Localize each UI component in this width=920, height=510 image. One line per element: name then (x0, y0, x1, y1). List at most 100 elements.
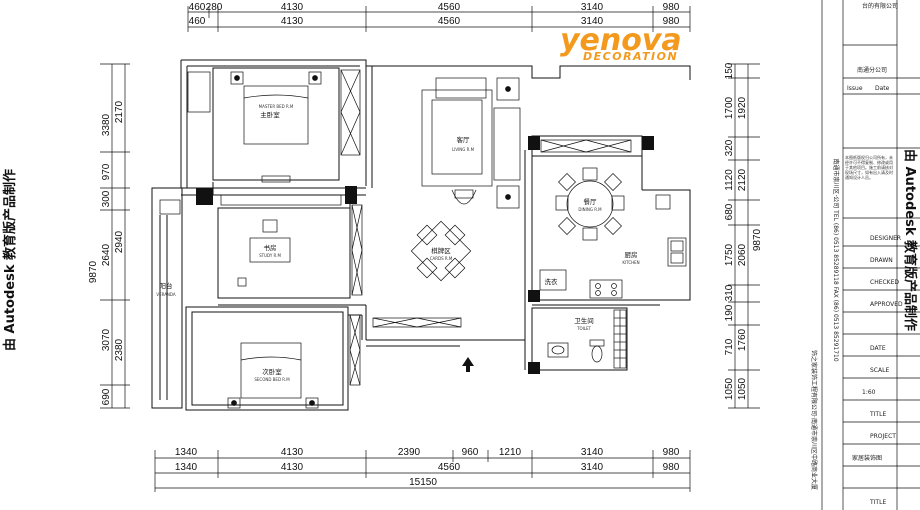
left-dim-6: 690 (101, 388, 112, 405)
left-dim-5: 3070 (101, 328, 112, 351)
left-dim-inner-1: 2170 (114, 100, 125, 123)
right-dim-7: 310 (724, 284, 735, 301)
title-block (821, 0, 920, 510)
toilet-label: 卫生间 (574, 316, 594, 325)
right-dim-9: 710 (724, 338, 735, 355)
entry-arrow-icon (462, 357, 474, 372)
toilet-fixtures (547, 309, 627, 369)
right-dim-total: 9870 (752, 228, 763, 251)
right-dim-10: 1050 (724, 377, 735, 400)
top-dim2-2: 4130 (281, 16, 304, 27)
walls (151, 59, 691, 411)
right-dim-2: 1700 (724, 96, 735, 119)
second-bedroom-label-en: SECOND BED R.M (254, 377, 290, 382)
bottom-dim2-1: 1340 (175, 462, 198, 473)
right-dim-inner-3: 2060 (737, 243, 748, 266)
title-side-text: 南通市崇川区·公司 TEL (86) 0513 85289118 FAX (86… (832, 158, 840, 362)
title-approved: APPROVED (870, 301, 903, 308)
washing-label: 洗衣 (545, 277, 559, 286)
right-dim-1: 150 (724, 62, 735, 79)
left-dim-inner-2: 2940 (114, 230, 125, 253)
right-dim-8: 190 (724, 304, 735, 321)
title-drawing-name: 家居装饰图 (852, 454, 882, 462)
cards-area-label: 棋牌区 (431, 246, 451, 255)
title-scale: 1:60 (862, 389, 876, 396)
title-company: 南通分公司 (857, 66, 887, 74)
top-dim-6: 980 (663, 2, 680, 13)
watermark-right: 由 Autodesk 教育版产品制作 (902, 149, 918, 331)
right-dim-5: 680 (724, 203, 735, 220)
title-notes-box: 本图纸版权归公司所有，未经许可不得复制、修改或用于其他项目。施工前请核对现场尺寸… (845, 155, 893, 180)
left-dim-1: 3380 (101, 113, 112, 136)
top-dim-2: 280 (206, 2, 223, 13)
title-project-label: PROJECT (870, 433, 896, 440)
bottom-dim-total: 15150 (409, 477, 437, 488)
title-sheet-label: TITLE (869, 411, 886, 418)
kitchen-fixtures (539, 237, 687, 299)
master-bed (230, 71, 322, 183)
top-dim2-3: 4560 (438, 16, 461, 27)
brand-tagline: DECORATION (583, 50, 678, 63)
second-bed (227, 342, 319, 409)
title-side-text2: 饰之家装饰工程有限公司·南通市崇川区中路商业大厦 (810, 350, 818, 490)
right-dim-3: 320 (724, 139, 735, 156)
brand-logo: yenova DECORATION (560, 23, 682, 63)
bottom-dim-6: 3140 (581, 447, 604, 458)
living-room-label: 客厅 (457, 135, 471, 144)
second-bedroom-label: 次卧室 (262, 367, 282, 376)
kitchen-label: 厨房 (625, 250, 638, 259)
right-dimensions (728, 63, 760, 409)
toilet-label-en: TOILET (576, 326, 592, 331)
bottom-dim-5: 1210 (499, 447, 522, 458)
bottom-dim2-3: 4560 (438, 462, 461, 473)
top-dim2-5: 980 (663, 16, 680, 27)
right-dim-inner-2: 2120 (737, 168, 748, 191)
living-room-label-en: LIVING R.M (452, 147, 475, 152)
title-drawing-label: TITLE (869, 499, 886, 506)
top-dimensions (187, 6, 691, 32)
watermark-left: 由 Autodesk 教育版产品制作 (2, 169, 18, 351)
left-dim-inner-3: 2380 (114, 338, 125, 361)
title-drawn: DRAWN (870, 257, 893, 264)
title-scale-label: SCALE (870, 367, 889, 374)
brand-name: yenova (560, 23, 682, 58)
veranda-furniture (159, 199, 181, 215)
right-dim-inner-5: 1050 (737, 377, 748, 400)
master-bedroom-label-en: MASTER BED R.M (259, 104, 294, 109)
title-designer: DESIGNER (870, 235, 901, 242)
cards-area-label-en: CARDS R.M (430, 256, 453, 261)
dining-label: 餐厅 (584, 197, 598, 206)
left-dim-total: 9870 (88, 260, 99, 283)
study-label-en: STUDY R.M (259, 253, 281, 258)
study-label: 书房 (264, 243, 277, 252)
master-bedroom-label: 主卧室 (260, 110, 280, 119)
title-notes: 本图纸版权归公司所有，未经许可不得复制、修改或用于其他项目。施工前请核对现场尺寸… (845, 155, 893, 180)
bottom-dim2-4: 3140 (581, 462, 604, 473)
cabinets (187, 69, 632, 386)
living-furniture (421, 77, 521, 209)
top-dim2-4: 3140 (581, 16, 604, 27)
cards-table (410, 220, 472, 282)
veranda-label-en: VERANDA (156, 292, 176, 297)
bottom-dim2-5: 980 (663, 462, 680, 473)
bottom-dim-3: 2390 (398, 447, 421, 458)
left-dim-3: 300 (101, 190, 112, 207)
veranda-label: 阳台 (160, 281, 173, 290)
bottom-dimensions (154, 450, 691, 492)
title-date2: DATE (870, 345, 886, 352)
study-furniture (237, 219, 291, 287)
bottom-dim2-2: 4130 (281, 462, 304, 473)
right-dim-6: 1750 (724, 243, 735, 266)
right-dim-inner-1: 1920 (737, 96, 748, 119)
bottom-dim-4: 960 (462, 447, 479, 458)
title-company-top: 台的有限公司 (862, 2, 898, 10)
dining-table (555, 167, 671, 241)
top-dim2-1: 460 (189, 16, 206, 27)
bottom-dim-7: 980 (663, 447, 680, 458)
left-dim-4: 2640 (101, 243, 112, 266)
bottom-dim-1: 1340 (175, 447, 198, 458)
top-dim-5: 3140 (581, 2, 604, 13)
structural-columns (196, 136, 654, 374)
right-dim-inner-4: 1760 (737, 328, 748, 351)
